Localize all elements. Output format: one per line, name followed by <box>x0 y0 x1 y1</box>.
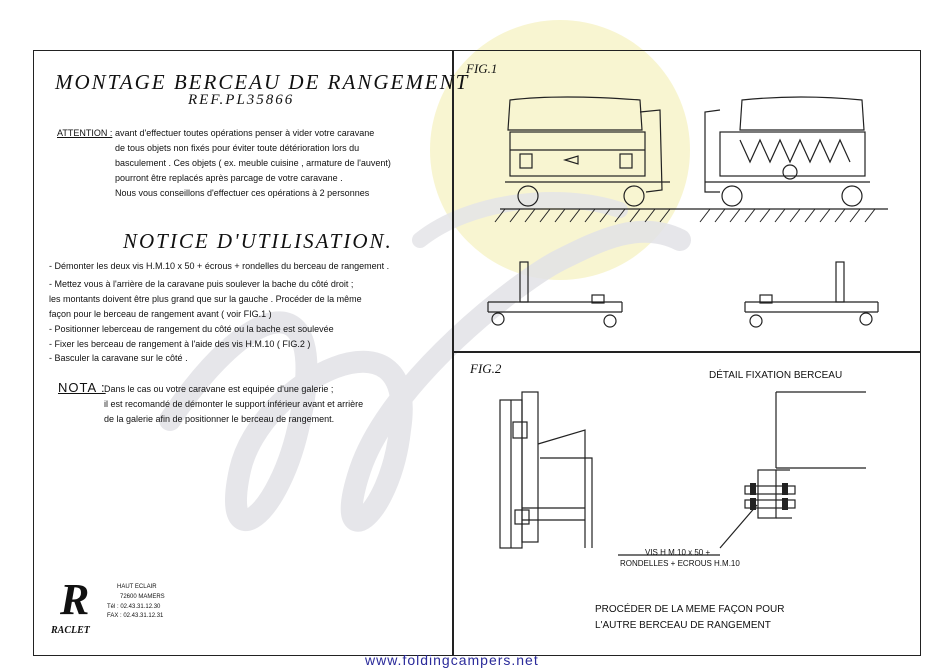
notice-title: NOTICE D'UTILISATION. <box>123 229 393 253</box>
fig1-panel <box>453 50 921 352</box>
raclet-logo: R <box>60 575 90 624</box>
company-name: RACLET <box>51 625 90 636</box>
screw-spec-line2: RONDELLES + ECROUS H.M.10 <box>620 559 740 568</box>
document-title: MONTAGE BERCEAU DE RANGEMENT <box>55 70 470 94</box>
repeat-instruction-line1: PROCÉDER DE LA MEME FAÇON POUR <box>595 604 785 615</box>
screw-spec-line1: VIS H M.10 x 50 + <box>645 548 711 557</box>
footer-url[interactable]: www.foldingcampers.net <box>365 652 539 668</box>
nota-label: NOTA : <box>58 380 106 395</box>
left-panel <box>33 50 453 656</box>
reference-number: REF.PL35866 <box>188 92 295 108</box>
fig2-label: FIG.2 <box>470 361 502 376</box>
attention-label: ATTENTION : <box>57 128 113 138</box>
repeat-instruction-line2: L'AUTRE BERCEAU DE RANGEMENT <box>595 620 771 631</box>
detail-title: DÉTAIL FIXATION BERCEAU <box>709 370 843 381</box>
fig1-label: FIG.1 <box>466 61 498 76</box>
fig2-panel <box>453 352 921 656</box>
